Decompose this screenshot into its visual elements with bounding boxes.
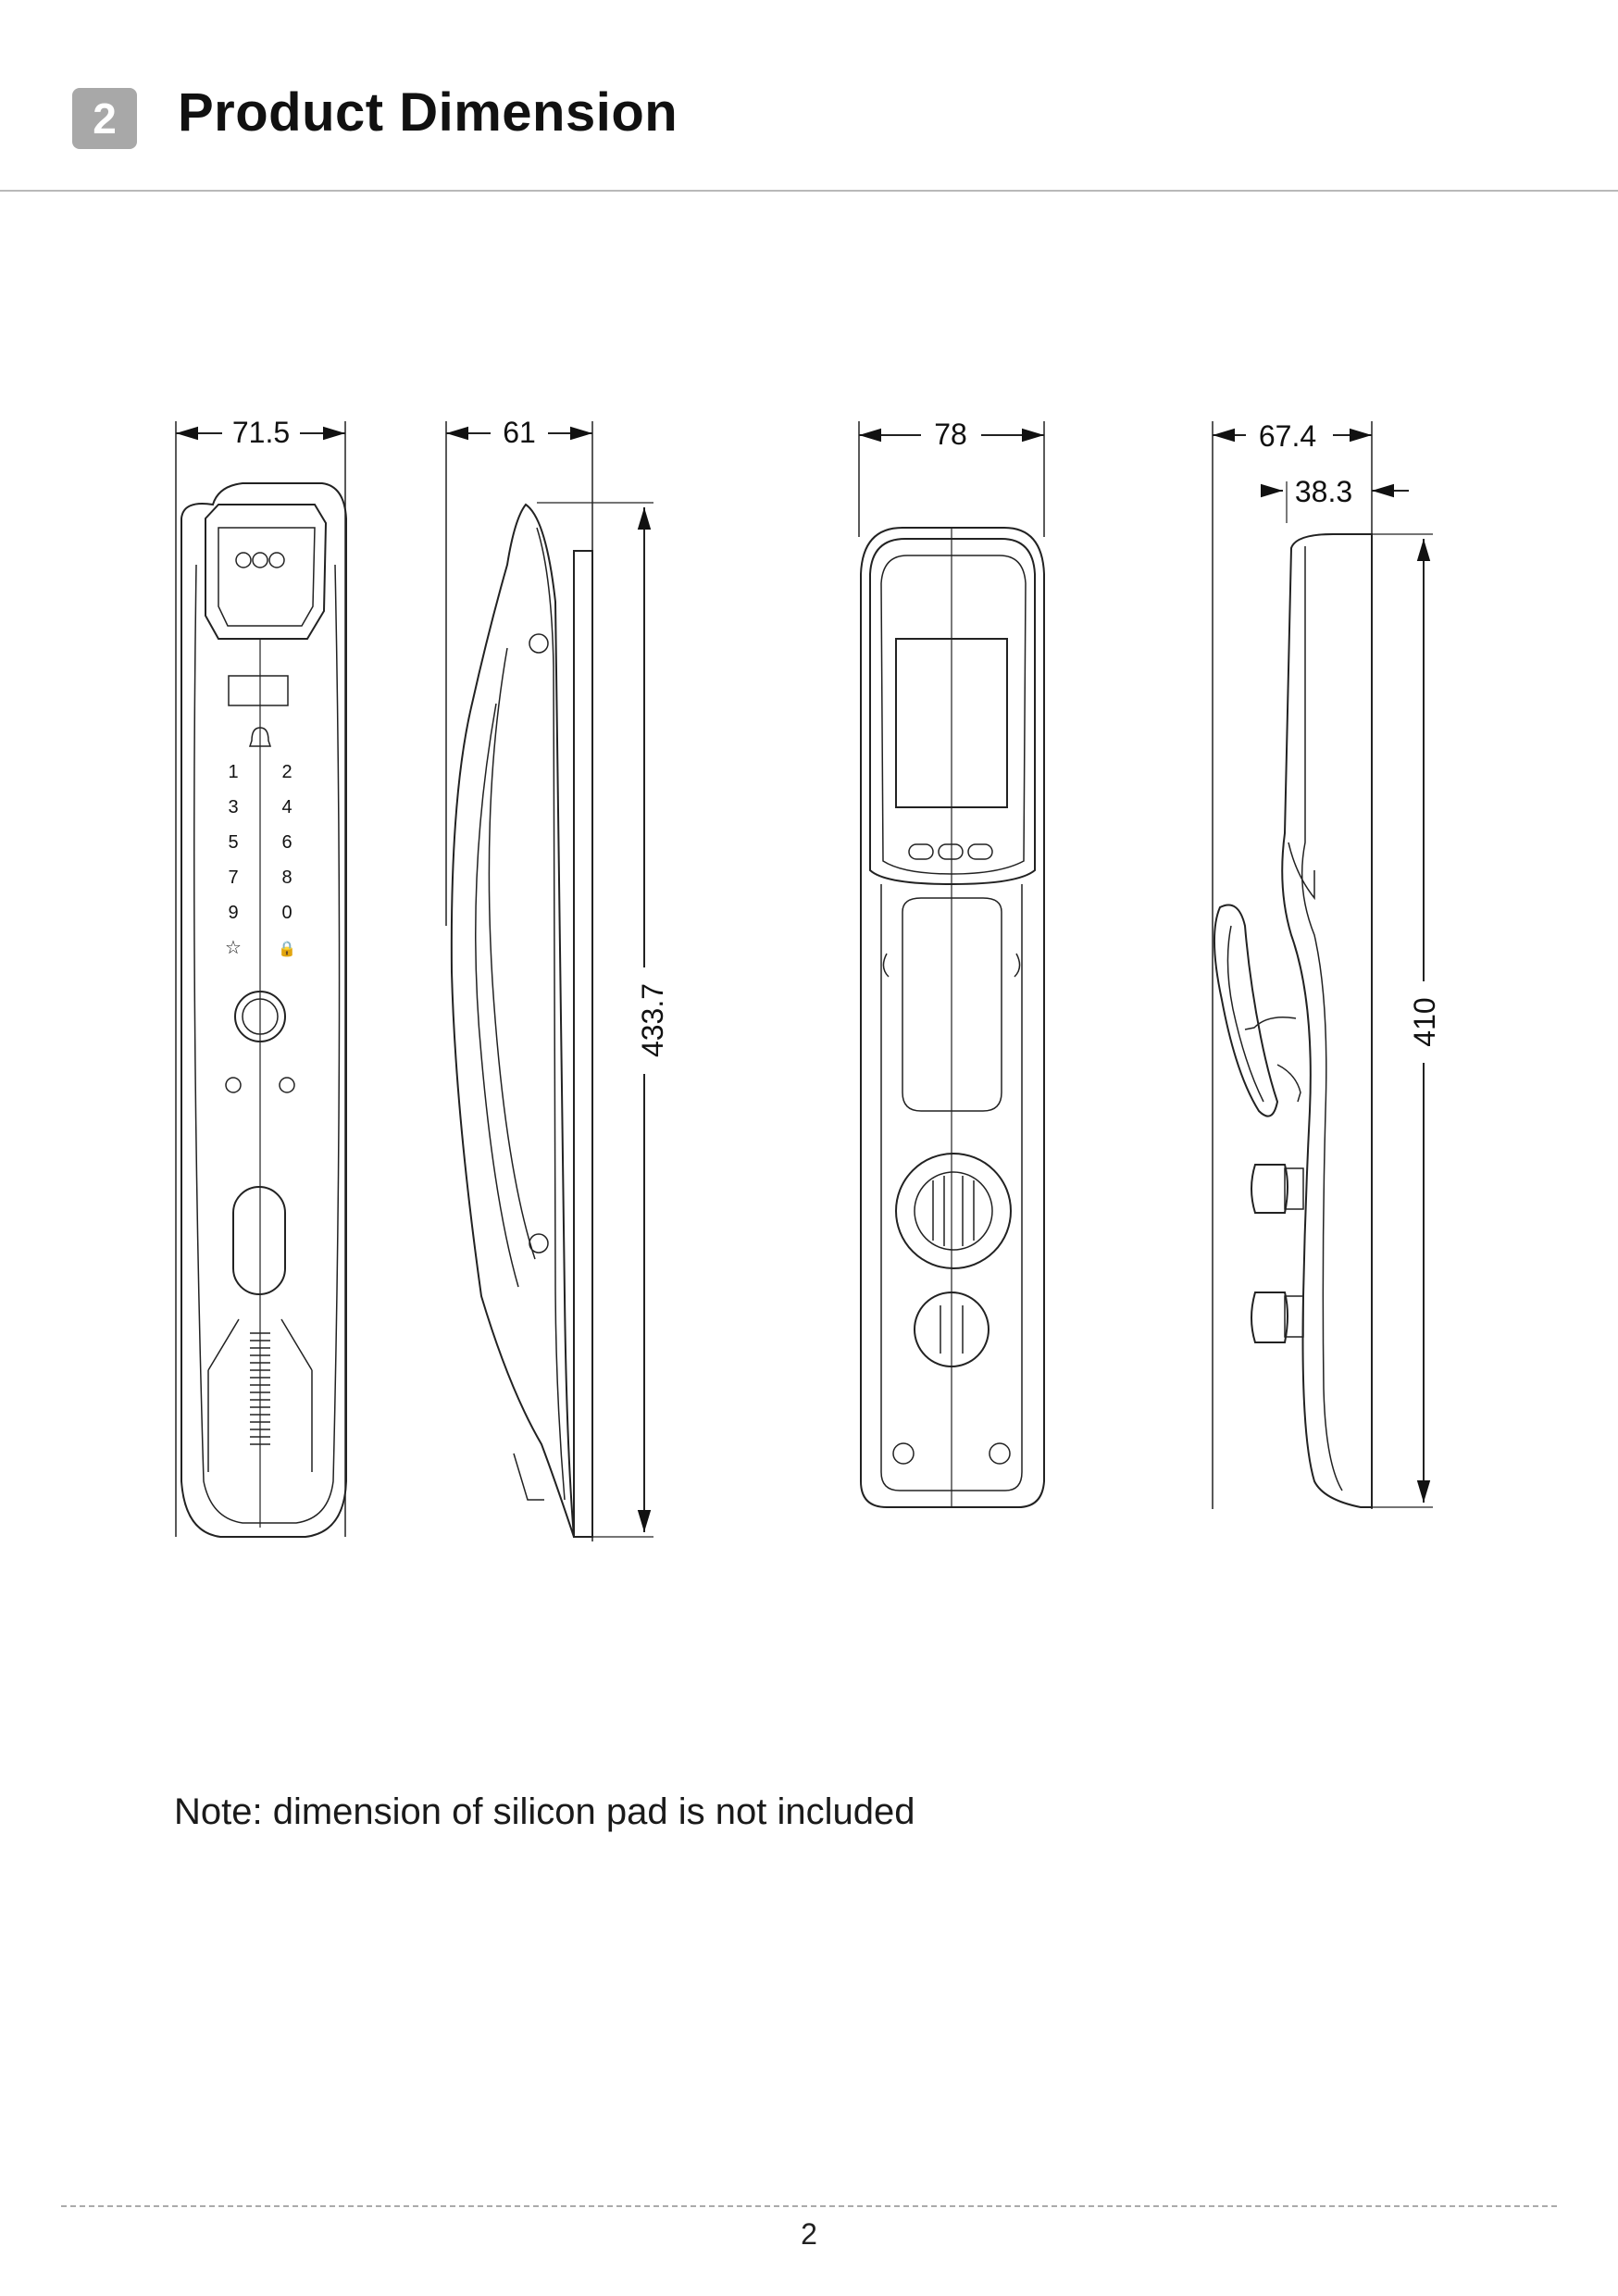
dim-inner-side-height: 410 (1408, 997, 1441, 1046)
section-title: Product Dimension (178, 82, 678, 143)
section-number-badge: 2 (72, 88, 137, 149)
key-2: 2 (281, 762, 292, 782)
dim-inner-side-depth: 67.4 (1259, 419, 1316, 453)
key-9: 9 (228, 903, 238, 923)
front-view (175, 421, 347, 1538)
inner-side-view (1212, 421, 1433, 1509)
key-3: 3 (228, 797, 238, 817)
dimension-drawing: 71.5 1 3 5 7 9 ☆ 2 4 6 8 0 🔒 (175, 416, 1441, 1541)
dimension-note: Note: dimension of silicon pad is not in… (174, 1791, 915, 1832)
dim-side-height: 433.7 (636, 983, 669, 1057)
page-number: 2 (801, 2217, 817, 2251)
key-star: ☆ (225, 938, 242, 958)
page-header: 2 Product Dimension (0, 0, 1618, 194)
footer-divider (61, 2205, 1557, 2207)
key-0: 0 (281, 903, 292, 923)
key-5: 5 (228, 832, 238, 853)
key-4: 4 (281, 797, 292, 817)
dim-side-depth: 61 (503, 416, 536, 449)
keypad-left-column: 1 3 5 7 9 ☆ (225, 762, 242, 958)
side-view (445, 421, 653, 1541)
key-1: 1 (228, 762, 238, 782)
key-7: 7 (228, 867, 238, 888)
dim-back-width: 78 (934, 418, 967, 451)
key-lock: 🔒 (278, 941, 296, 957)
dim-inner-side-panel: 38.3 (1295, 475, 1352, 508)
key-6: 6 (281, 832, 292, 853)
back-view (858, 421, 1045, 1508)
dim-front-width: 71.5 (232, 416, 290, 449)
header-divider (0, 190, 1618, 192)
key-8: 8 (281, 867, 292, 888)
keypad-right-column: 2 4 6 8 0 🔒 (278, 762, 296, 957)
